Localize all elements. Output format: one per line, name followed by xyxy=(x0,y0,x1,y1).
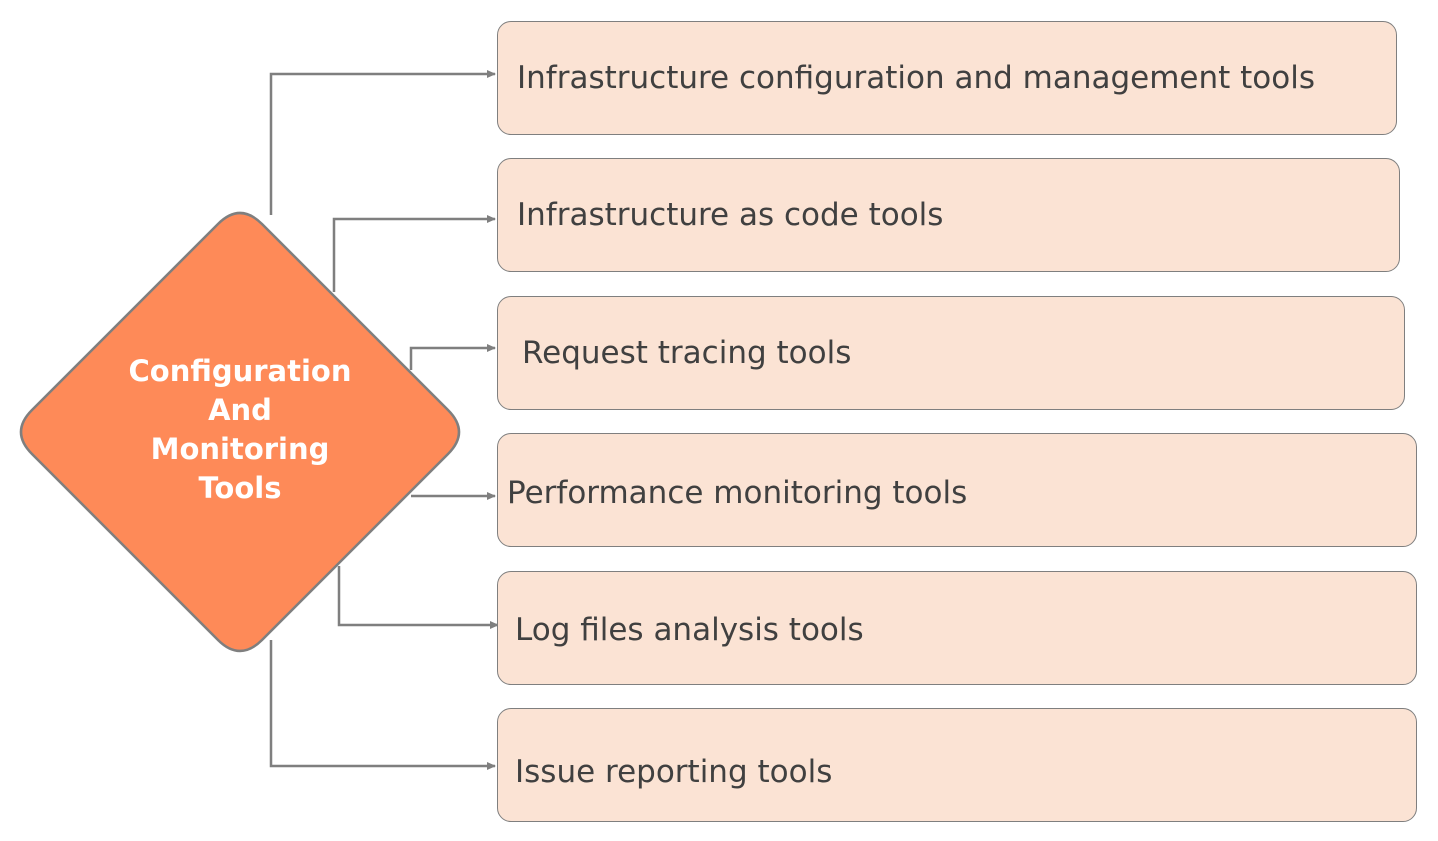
box-label: Log files analysis tools xyxy=(515,612,864,648)
box-label: Issue reporting tools xyxy=(515,754,833,790)
box-infrastructure-as-code: Infrastructure as code tools xyxy=(497,158,1400,272)
box-label: Infrastructure configuration and managem… xyxy=(517,60,1316,96)
connector-issue-reporting xyxy=(269,640,496,770)
box-label: Request tracing tools xyxy=(522,335,852,371)
connector-infrastructure-configuration xyxy=(269,70,496,215)
connector-infrastructure-as-code xyxy=(332,215,496,292)
hub-label: Configuration And Monitoring Tools xyxy=(100,352,380,508)
box-request-tracing: Request tracing tools xyxy=(497,296,1405,410)
connector-request-tracing xyxy=(409,344,496,370)
hub-diamond xyxy=(19,211,461,653)
box-label: Infrastructure as code tools xyxy=(517,197,944,233)
box-label: Performance monitoring tools xyxy=(507,475,968,511)
box-infrastructure-configuration: Infrastructure configuration and managem… xyxy=(497,21,1397,135)
box-performance-monitoring: Performance monitoring tools xyxy=(497,433,1417,547)
hub-label-line: Configuration xyxy=(128,354,352,388)
box-log-files-analysis: Log files analysis tools xyxy=(497,571,1417,685)
hub-label-line: And xyxy=(208,393,272,427)
hub-label-line: Monitoring xyxy=(150,432,330,466)
box-issue-reporting: Issue reporting tools xyxy=(497,708,1417,822)
hub-label-line: Tools xyxy=(198,471,282,505)
connector-log-files-analysis xyxy=(337,566,499,629)
